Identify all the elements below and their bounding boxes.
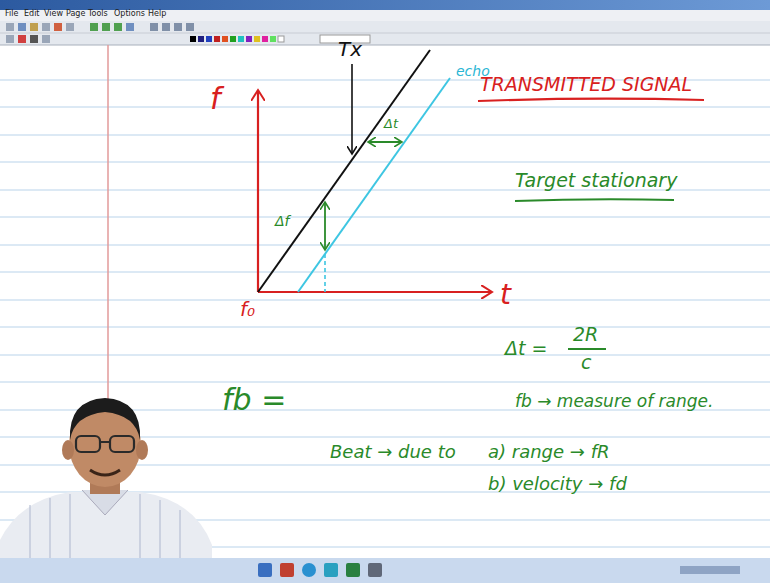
chirp-graph [258, 50, 492, 292]
ruled-lines [0, 80, 770, 547]
formula: fb = [222, 383, 286, 416]
menu-bar [0, 10, 770, 21]
origin-label: f₀ [240, 298, 255, 320]
taskbar-icons [258, 563, 740, 577]
delta-label: Δt [384, 117, 398, 131]
note: b) velocity → fd [488, 474, 627, 494]
formula: Δt = [505, 338, 547, 359]
menu-item: Help [148, 10, 166, 19]
fraction-bar [568, 348, 606, 350]
formula: c [581, 352, 591, 373]
note: Target stationary [515, 170, 677, 191]
axis-label: f [210, 82, 221, 115]
menu-item: Options [114, 10, 145, 19]
axis-label: t [500, 280, 511, 311]
note: a) range → fR [488, 442, 609, 462]
menu-item: File [5, 10, 18, 19]
formula: 2R [573, 324, 598, 345]
heading: TRANSMITTED SIGNAL [480, 74, 692, 95]
lecturer-figure [0, 398, 212, 558]
signal-label: Tx [338, 38, 362, 60]
toolbar [0, 21, 770, 45]
heading-underline [478, 99, 704, 101]
menu-item: Page [66, 10, 85, 19]
menu-item: View [44, 10, 63, 19]
note-underline [515, 199, 674, 201]
delta-label: Δf [275, 214, 290, 229]
taskbar [0, 558, 770, 583]
menu-item: Edit [24, 10, 40, 19]
menu-item: Tools [88, 10, 108, 19]
note: Beat → due to [330, 442, 456, 462]
toolbar-icons [6, 23, 370, 43]
title-bar [0, 0, 770, 10]
note: fb → measure of range. [515, 392, 713, 411]
